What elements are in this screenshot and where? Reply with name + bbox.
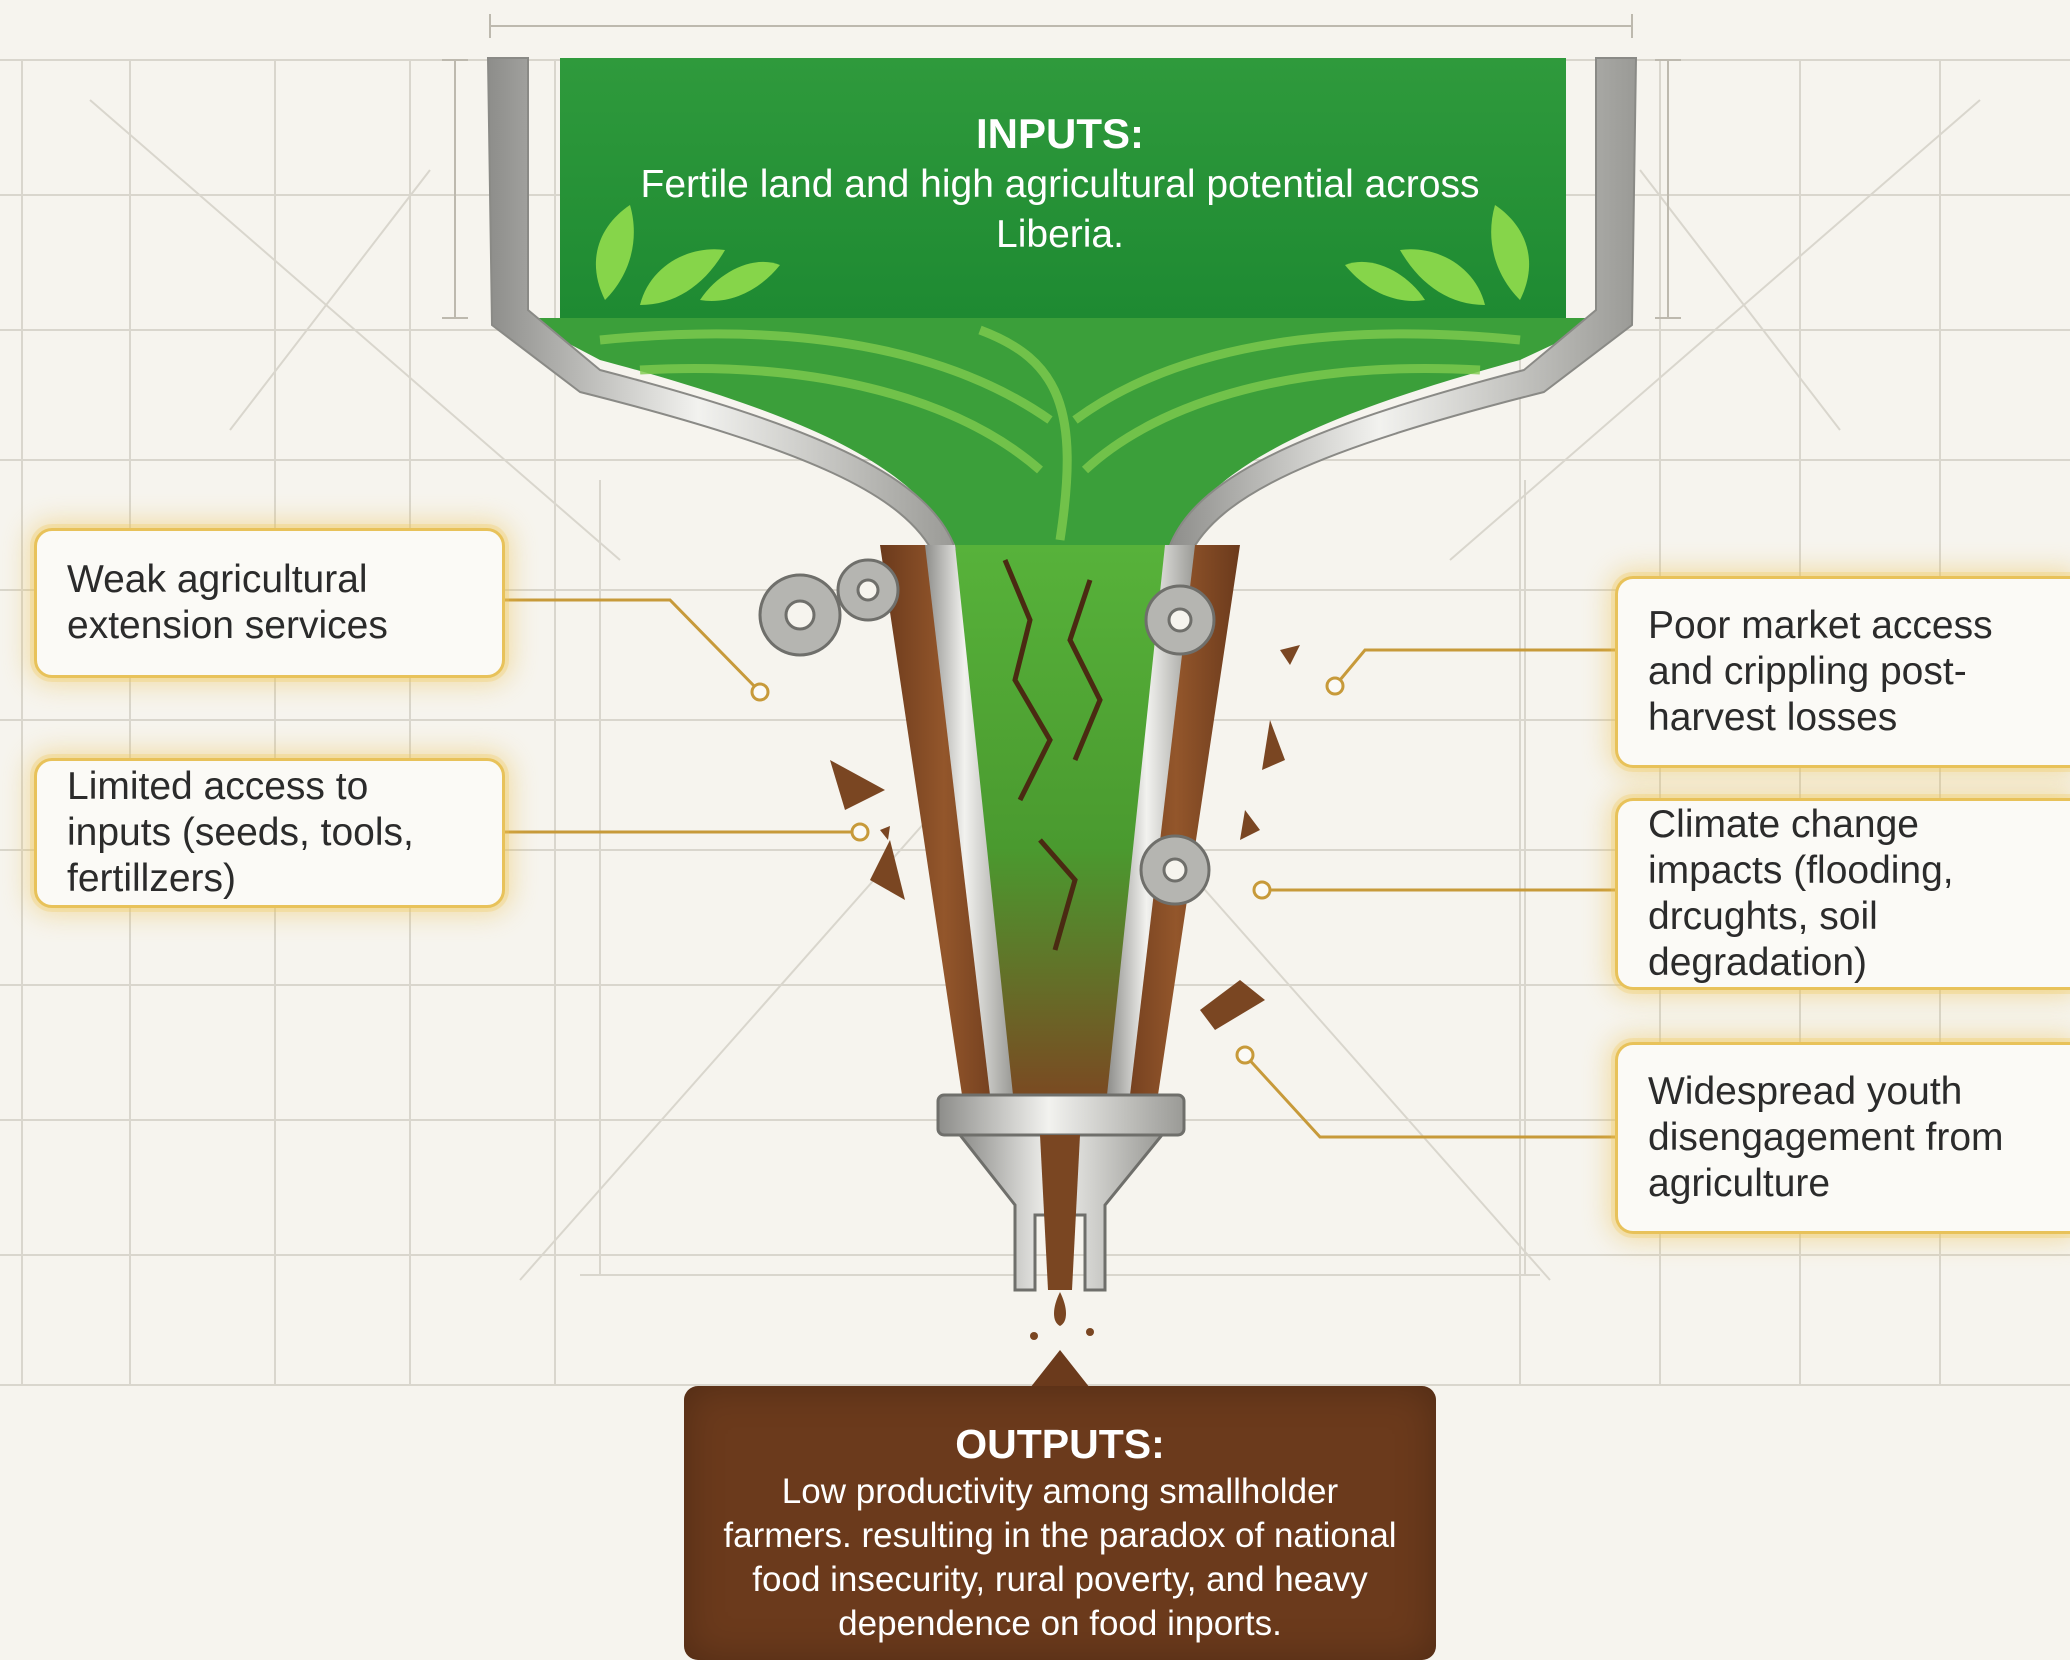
gear-icon (758, 558, 1216, 906)
outputs-box: OUTPUTS: Low productivity among smallhol… (684, 1386, 1436, 1660)
outputs-title: OUTPUTS: (955, 1421, 1165, 1467)
constraint-text: Climate change impacts (flooding, drcugh… (1648, 803, 1954, 984)
constraint-text: Limited access to inputs (seeds, tools, … (67, 765, 414, 900)
inputs-label: INPUTS: Fertile land and high agricultur… (640, 108, 1480, 260)
nozzle-clamp (936, 1093, 1186, 1137)
callout-connectors (505, 598, 1615, 1139)
constraint-text: Widespread youth disengagement from agri… (1648, 1070, 2004, 1205)
constraint-text: Weak agricultural extension services (67, 558, 388, 647)
constraint-callout-extension: Weak agricultural extension services (34, 528, 505, 678)
constraint-callout-youth: Widespread youth disengagement from agri… (1615, 1042, 2070, 1234)
constraint-callout-inputs: Limited access to inputs (seeds, tools, … (34, 758, 505, 908)
outputs-pointer (1030, 1350, 1090, 1388)
drip-icon (1054, 1292, 1066, 1326)
constraint-callout-market: Poor market access and crippling post-ha… (1615, 576, 2070, 768)
field-stripes-icon (599, 325, 1521, 541)
dimension-lines (442, 14, 1681, 319)
funnel-top-panel (560, 58, 1566, 318)
leaf-sprouts-icon (595, 205, 1530, 305)
constraint-text: Poor market access and crippling post-ha… (1648, 604, 1993, 739)
connector-dots (750, 676, 1345, 1065)
outputs-description: Low productivity among smallholder farme… (723, 1472, 1397, 1643)
crack-lines-icon (1002, 559, 1103, 951)
debris-shards-icon (830, 645, 1300, 1030)
inputs-title: INPUTS: (976, 110, 1144, 157)
constraint-callout-climate: Climate change impacts (flooding, drcugh… (1615, 798, 2070, 990)
funnel (486, 57, 1638, 1388)
inputs-description: Fertile land and high agricultural poten… (640, 163, 1480, 256)
